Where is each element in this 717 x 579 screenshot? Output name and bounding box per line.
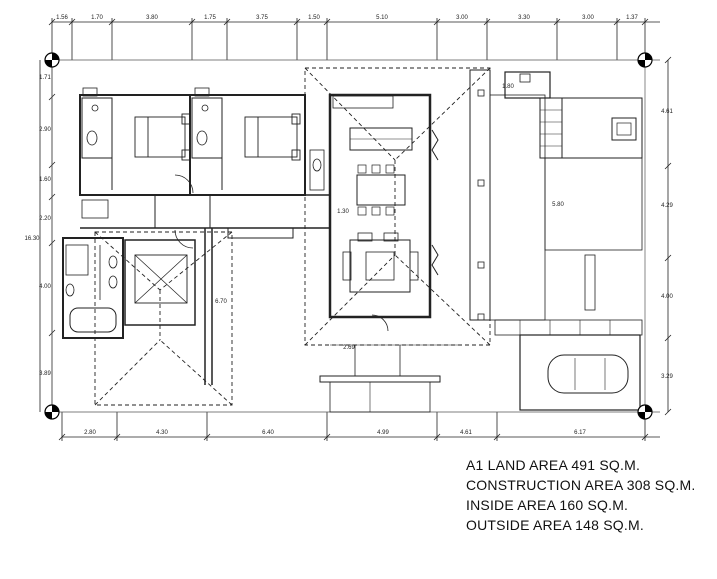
top-dim-label: 1.75 <box>204 15 216 21</box>
bottom-dim-label: 6.40 <box>262 430 274 436</box>
outside-area-text: OUTSIDE AREA 148 SQ.M. <box>466 517 644 533</box>
entrance-porch <box>319 344 460 413</box>
construction-area-text: CONSTRUCTION AREA 308 SQ.M. <box>466 477 696 493</box>
bedroom-wing-wall <box>204 228 213 385</box>
top-dim-label: 3.75 <box>256 15 268 21</box>
top-dim-label: 1.50 <box>308 15 320 21</box>
inside-area-text: INSIDE AREA 160 SQ.M. <box>466 497 629 513</box>
interior-dimension-labels: 6.70 1.30 2.69 5.80 1.80 <box>215 84 564 351</box>
grid-marker-top-right <box>637 52 653 68</box>
right-dim-label: 4.61 <box>661 109 673 115</box>
right-dim-label: 3.29 <box>661 374 673 380</box>
bottom-dim-label: 2.80 <box>84 430 96 436</box>
glass-doors <box>431 129 439 276</box>
left-dim-label: 2.20 <box>39 216 51 222</box>
left-dim-label: 1.60 <box>39 177 51 183</box>
left-dim-label: 4.00 <box>39 284 51 290</box>
beds <box>134 113 301 161</box>
top-dim-label: 3.30 <box>518 15 530 21</box>
bathroom-fixtures <box>86 104 325 191</box>
left-dim-label: 1.71 <box>39 75 51 81</box>
top-dim-label: 3.00 <box>456 15 468 21</box>
left-total-dim-label: 16.30 <box>24 236 40 242</box>
right-dimension-labels: 4.61 4.29 4.00 3.29 <box>661 109 673 380</box>
bottom-dim-label: 4.30 <box>156 430 168 436</box>
roof-outline-left <box>94 231 233 406</box>
top-dim-label: 1.70 <box>91 15 103 21</box>
left-dimension-labels: 1.71 2.90 1.60 2.20 4.00 3.89 16.30 <box>24 75 51 377</box>
left-dim-label: 3.89 <box>39 371 51 377</box>
land-area-text: A1 LAND AREA 491 SQ.M. <box>466 457 641 473</box>
top-dimension-labels: 1.56 1.70 3.80 1.75 3.75 1.50 5.10 3.00 … <box>56 15 638 21</box>
interior-dim-label: 1.80 <box>502 84 514 90</box>
bottom-dim-label: 4.61 <box>460 430 472 436</box>
dimension-ticks <box>48 18 672 441</box>
terrace <box>469 69 546 321</box>
bottom-dim-label: 6.17 <box>574 430 586 436</box>
grid-marker-bottom-right <box>637 404 653 420</box>
roof-outline-center <box>304 67 491 346</box>
right-dim-label: 4.29 <box>661 203 673 209</box>
bottom-dimension-labels: 2.80 4.30 6.40 4.99 4.61 6.17 <box>84 430 586 436</box>
interior-dim-label: 5.80 <box>552 202 564 208</box>
left-dim-label: 2.90 <box>39 127 51 133</box>
bedroom-wing <box>79 87 306 196</box>
grid-lines <box>51 59 660 413</box>
right-dim-label: 4.00 <box>661 294 673 300</box>
top-dim-label: 3.80 <box>146 15 158 21</box>
master-bedroom <box>124 239 196 326</box>
top-dim-label: 1.56 <box>56 15 68 21</box>
master-bathroom <box>62 237 124 339</box>
carport <box>494 319 643 411</box>
grid-marker-bottom-left <box>44 404 60 420</box>
pavilion <box>504 71 643 311</box>
area-summary: A1 LAND AREA 491 SQ.M. CONSTRUCTION AREA… <box>466 455 695 535</box>
grid-marker-top-left <box>44 52 60 68</box>
interior-dim-label: 2.69 <box>343 345 355 351</box>
top-dim-label: 3.00 <box>582 15 594 21</box>
top-dim-label: 1.37 <box>626 15 638 21</box>
living-dining-block <box>328 93 432 332</box>
grid-markers <box>44 52 653 420</box>
top-dim-label: 5.10 <box>376 15 388 21</box>
bottom-dim-label: 4.99 <box>377 430 389 436</box>
interior-dim-label: 1.30 <box>337 209 349 215</box>
interior-dim-label: 6.70 <box>215 299 227 305</box>
